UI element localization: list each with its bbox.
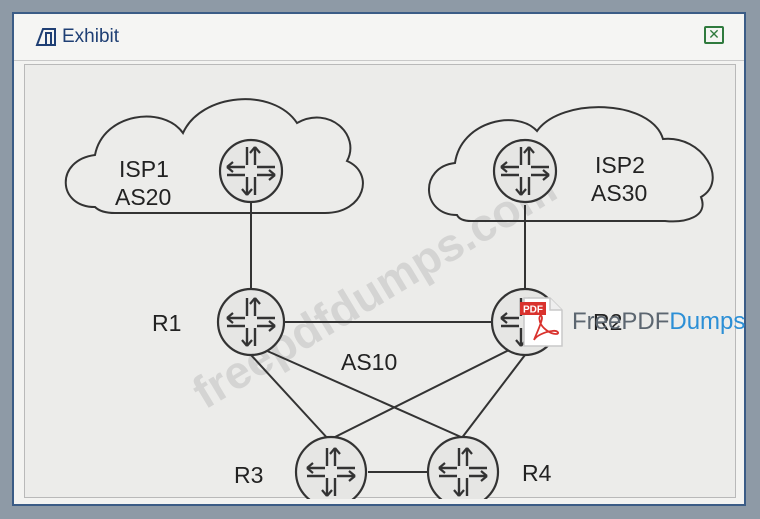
isp2-router	[492, 138, 558, 204]
close-button[interactable]: ✕	[704, 26, 724, 44]
brand-mid: PDF	[621, 308, 670, 335]
r1-label: R1	[152, 310, 181, 336]
diagram-panel: freepdfdumps.com ISP1 AS20 ISP2 AS30	[24, 64, 736, 499]
title-bar: Exhibit ✕	[14, 14, 744, 61]
pdf-badge-text: PDF	[523, 305, 543, 316]
as10-label: AS10	[341, 349, 397, 375]
router-r3	[294, 435, 368, 499]
isp2-as: AS30	[591, 180, 647, 206]
link-r2-r3	[330, 348, 512, 440]
exhibit-window: Exhibit ✕ freepdfdumps.com	[12, 12, 746, 506]
network-diagram: freepdfdumps.com ISP1 AS20 ISP2 AS30	[64, 98, 714, 499]
link-r2-r4	[460, 354, 526, 440]
router-r4	[426, 435, 500, 499]
link-r1-r4	[264, 349, 462, 438]
r4-label: R4	[522, 460, 552, 486]
brand-prefix: Free	[572, 308, 622, 335]
close-icon: ✕	[708, 27, 720, 43]
r2-label: R2	[593, 309, 622, 335]
isp2-cloud	[428, 106, 714, 223]
isp1-router	[218, 138, 284, 204]
exhibit-icon	[35, 28, 56, 46]
window-title: Exhibit	[62, 26, 120, 47]
router-r1	[216, 287, 286, 357]
isp1-name: ISP1	[119, 156, 169, 182]
isp1-as: AS20	[115, 184, 171, 210]
brand-suffix: Dumps	[669, 308, 746, 335]
brand-watermark: PDF FreePDFDumps	[520, 296, 752, 348]
pdf-file-icon: PDF	[520, 297, 563, 347]
isp2-name: ISP2	[595, 152, 645, 178]
link-r1-r3	[250, 354, 331, 442]
isp1-cloud	[64, 98, 364, 214]
brand-name: FreePDFDumps	[572, 308, 745, 336]
r3-label: R3	[234, 462, 263, 488]
